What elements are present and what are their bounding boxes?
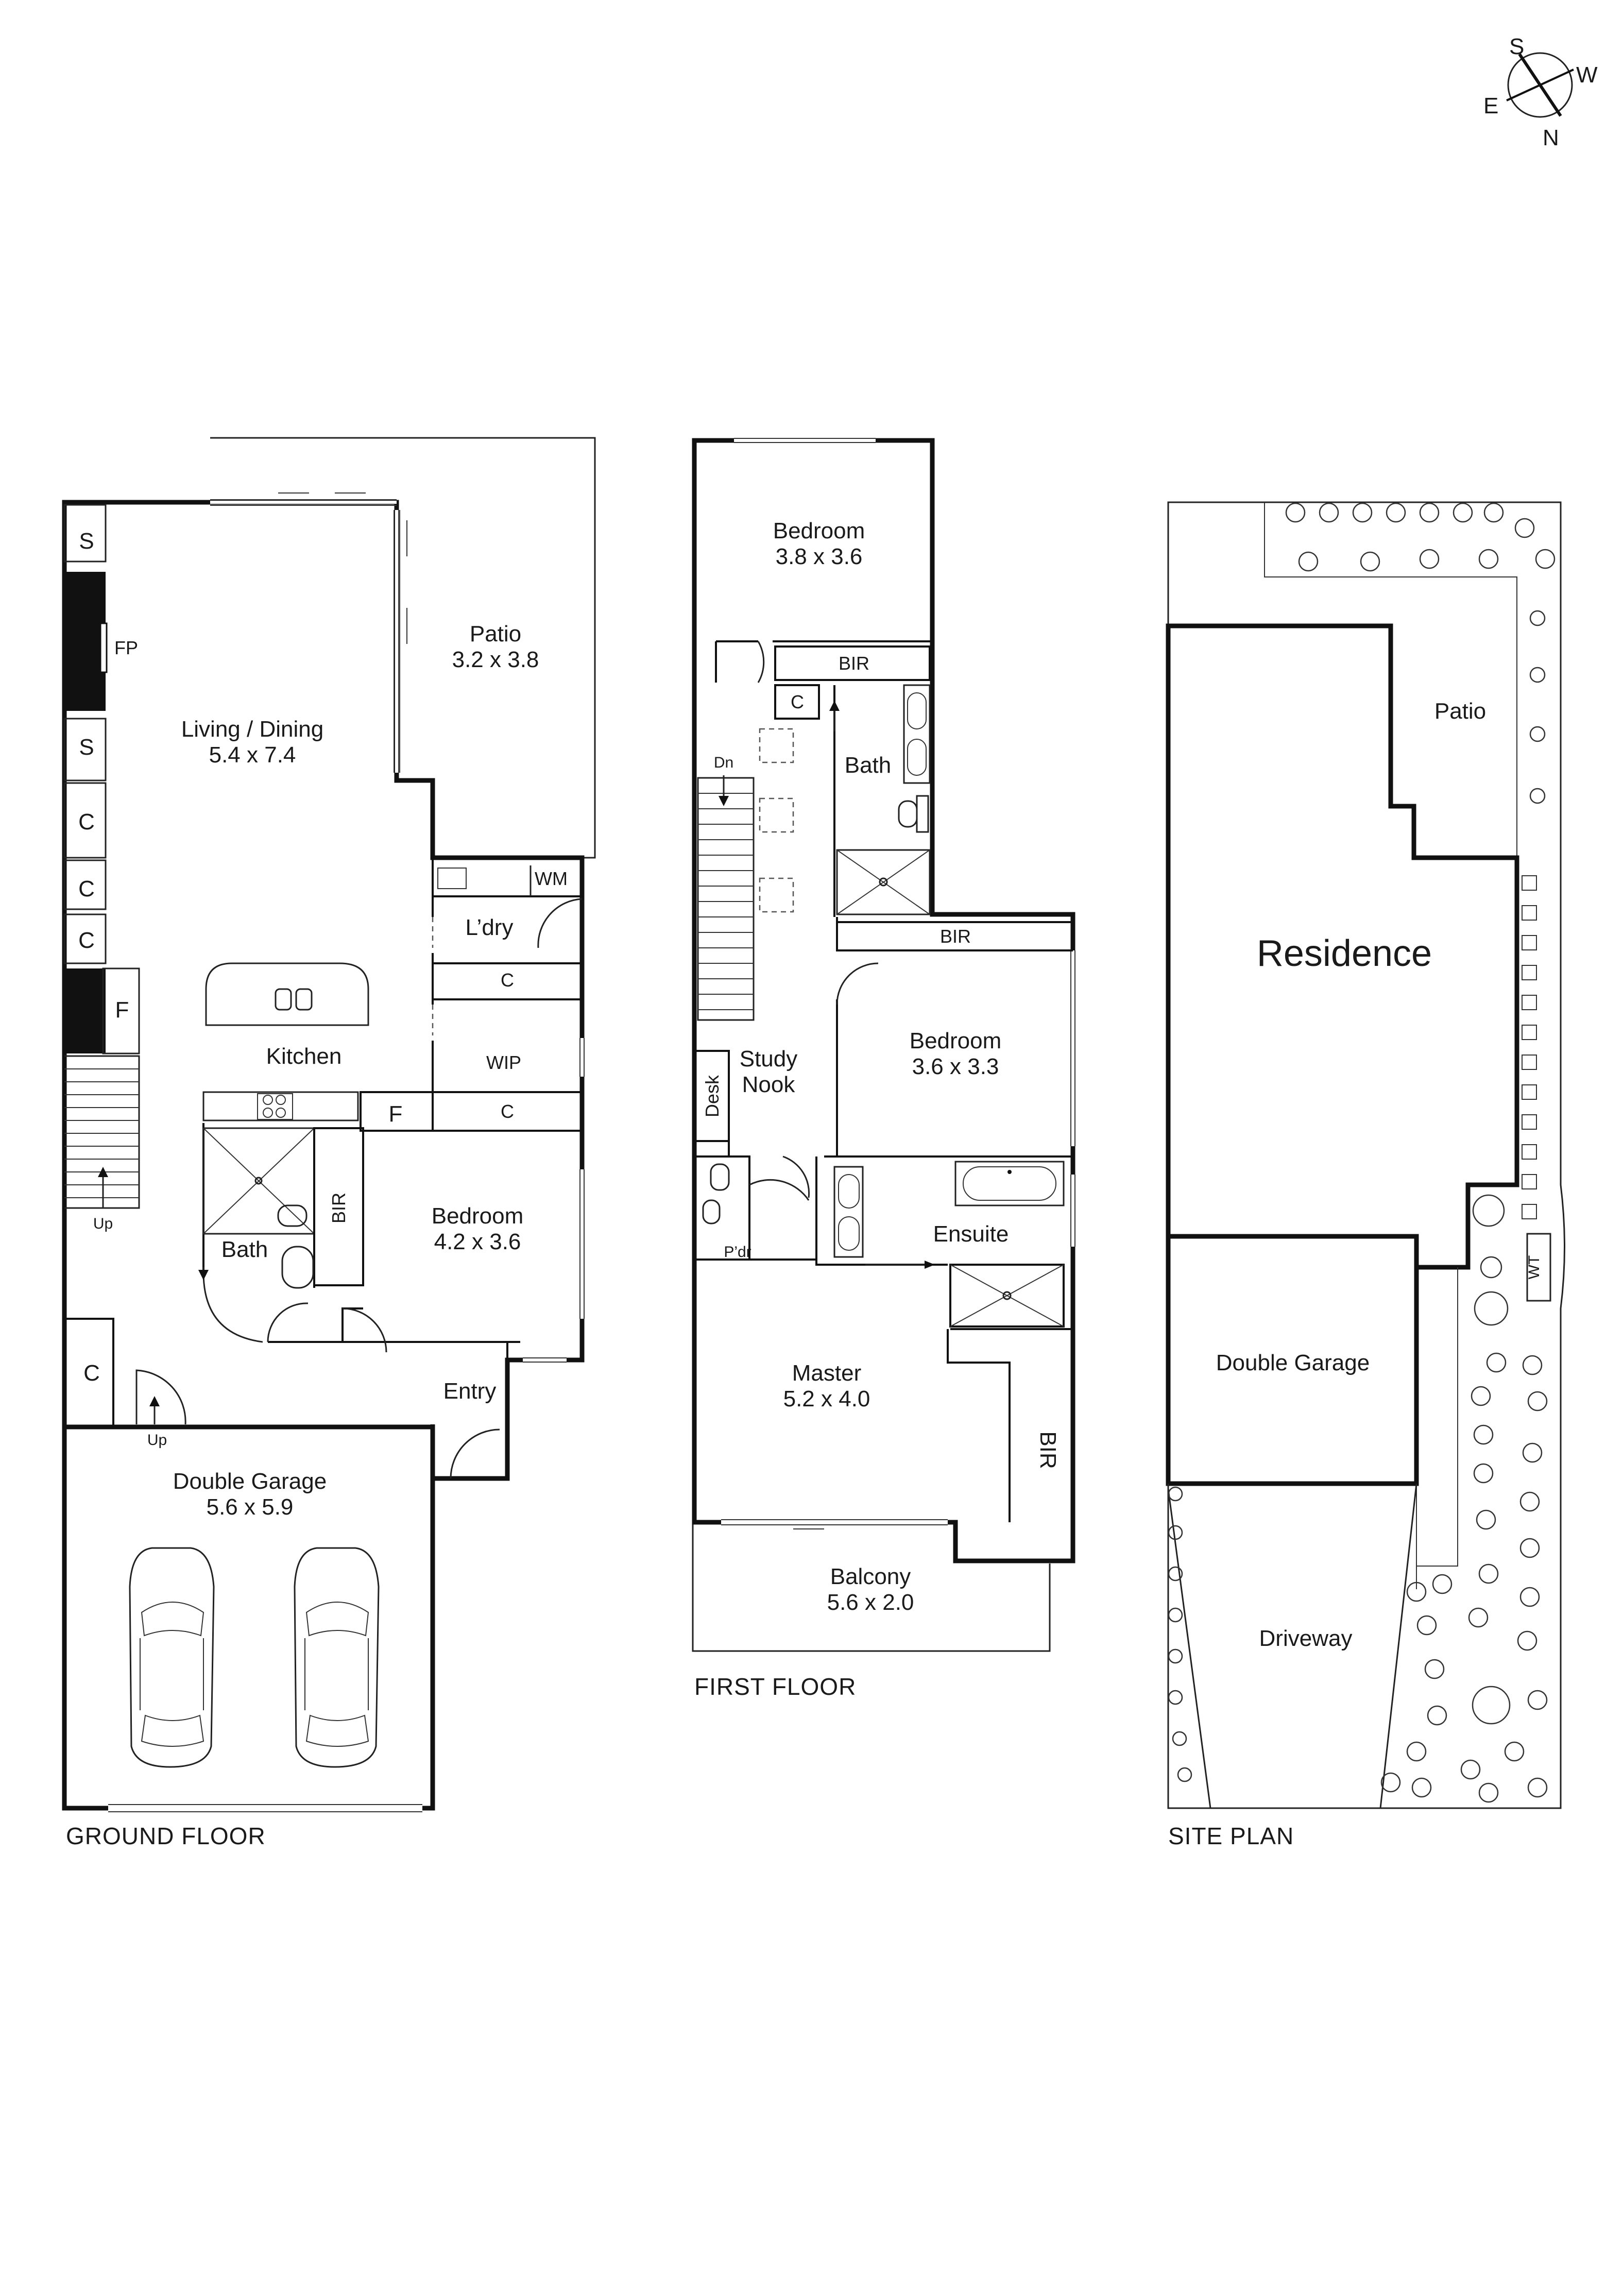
site-patio: Patio	[1434, 699, 1486, 724]
gf-entry: Entry	[443, 1379, 497, 1404]
ff-bedroom2-size: 3.6 x 3.3	[912, 1054, 999, 1079]
ff-bedroom2-name: Bedroom	[910, 1028, 1002, 1053]
ff-bedroom1-size: 3.8 x 3.6	[776, 544, 863, 569]
gf-bedroom-size: 4.2 x 3.6	[434, 1229, 521, 1254]
tree-icon	[1168, 502, 1556, 1803]
site-caption: SITE PLAN	[1168, 1823, 1294, 1849]
compass-s: S	[1509, 34, 1524, 59]
gf-fridge-2: F	[389, 1101, 403, 1127]
compass-icon: S W E N	[1483, 34, 1598, 150]
gf-built-in-robe: BIR	[328, 1193, 349, 1223]
gf-bath: Bath	[221, 1237, 268, 1262]
ff-built-in-robe-2: BIR	[940, 926, 971, 947]
ff-study-line2: Nook	[742, 1072, 796, 1097]
gf-cupboard-3: C	[78, 928, 95, 953]
ff-balcony-size: 5.6 x 2.0	[827, 1590, 914, 1615]
ff-master-size: 5.2 x 4.0	[783, 1386, 870, 1411]
gf-pantry-cupboard: C	[501, 1101, 514, 1122]
site-plan: Patio Residence WT Double Garage Drivewa…	[1166, 501, 1565, 1849]
gf-garage-up: Up	[147, 1432, 167, 1449]
gf-fridge-1: F	[115, 997, 129, 1023]
compass-n: N	[1543, 125, 1559, 150]
ff-caption: FIRST FLOOR	[694, 1673, 856, 1700]
compass-e: E	[1483, 93, 1498, 118]
gf-walk-in-pantry: WIP	[486, 1052, 521, 1073]
gf-bedroom-name: Bedroom	[432, 1203, 524, 1229]
gf-entry-cupboard: C	[83, 1360, 100, 1386]
ff-ensuite: Ensuite	[933, 1221, 1009, 1247]
car-icon	[294, 1547, 380, 1768]
site-double-garage: Double Garage	[1216, 1350, 1370, 1375]
ff-master-name: Master	[792, 1360, 861, 1386]
gf-fireplace: FP	[114, 637, 138, 658]
ff-stairs-down: Dn	[714, 754, 733, 771]
site-driveway: Driveway	[1259, 1626, 1353, 1651]
gf-patio-name: Patio	[470, 621, 521, 647]
ff-cupboard: C	[791, 691, 804, 712]
car-icon	[129, 1547, 215, 1768]
site-residence: Residence	[1257, 933, 1432, 974]
ff-built-in-robe-3: BIR	[1035, 1431, 1061, 1469]
gf-washing-machine: WM	[535, 868, 568, 889]
gf-cupboard-1: C	[78, 809, 95, 835]
ff-bedroom1-name: Bedroom	[773, 518, 865, 543]
gf-laundry: L’dry	[466, 915, 514, 940]
first-floor-plan: Bedroom 3.8 x 3.6 BIR C Dn Bath BIR Bedr…	[692, 438, 1075, 1700]
ff-bath: Bath	[845, 753, 892, 778]
ff-balcony-name: Balcony	[830, 1564, 911, 1589]
ff-powder-room: P’dr	[724, 1244, 751, 1261]
gf-laundry-cupboard: C	[501, 970, 514, 991]
ground-floor-plan: S FP S C C C F Patio 3.2 x 3.8 Living / …	[62, 437, 596, 1849]
gf-storage-1: S	[79, 529, 94, 554]
gf-living-name: Living / Dining	[181, 717, 323, 742]
gf-garage-name: Double Garage	[173, 1469, 327, 1494]
gf-living-size: 5.4 x 7.4	[209, 742, 296, 768]
gf-patio-size: 3.2 x 3.8	[452, 647, 539, 672]
gf-garage-size: 5.6 x 5.9	[207, 1494, 294, 1520]
gf-cupboard-2: C	[78, 876, 95, 902]
ff-study-line1: Study	[740, 1046, 798, 1072]
gf-stairs-up: Up	[93, 1215, 113, 1232]
site-water-tank: WT	[1526, 1255, 1543, 1280]
gf-caption: GROUND FLOOR	[66, 1823, 266, 1849]
ff-built-in-robe-1: BIR	[839, 653, 869, 674]
gf-storage-2: S	[79, 735, 94, 760]
ff-desk: Desk	[702, 1075, 723, 1117]
gf-kitchen: Kitchen	[266, 1044, 342, 1069]
compass-w: W	[1576, 62, 1598, 88]
